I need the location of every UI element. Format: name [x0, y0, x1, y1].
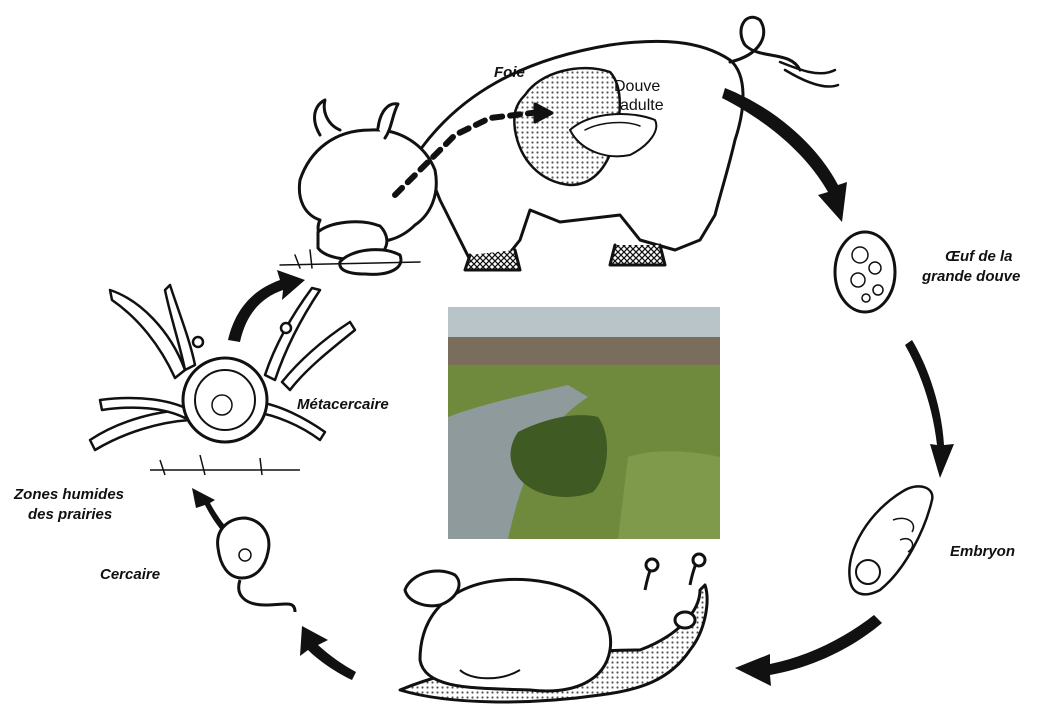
photo-art	[448, 307, 720, 539]
cow-illustration	[280, 17, 838, 274]
label-oeuf-line1: Œuf de la	[945, 247, 1013, 266]
snail-illustration	[400, 554, 707, 702]
label-zones-line1: Zones humides	[14, 485, 124, 504]
label-douve-adulte-line1: Douve	[614, 77, 660, 96]
label-foie: Foie	[494, 63, 525, 82]
embryon-illustration	[849, 486, 932, 594]
label-douve-adulte-line2: adulte	[620, 96, 664, 115]
label-zones-line2: des prairies	[28, 505, 112, 524]
cercaire-illustration	[218, 518, 295, 612]
label-embryon: Embryon	[950, 542, 1015, 561]
metacercaire-illustration	[90, 285, 355, 475]
label-cercaire: Cercaire	[100, 565, 160, 584]
label-metacercaire: Métacercaire	[297, 395, 389, 414]
wet-meadow-photo	[448, 307, 720, 539]
egg-illustration	[835, 232, 895, 312]
label-oeuf-line2: grande douve	[922, 267, 1020, 286]
